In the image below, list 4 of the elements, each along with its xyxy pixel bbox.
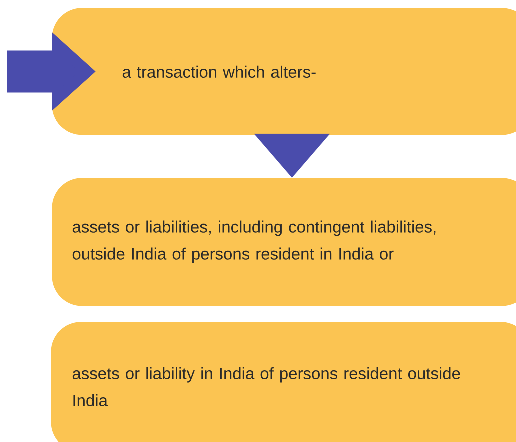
process-box: a transaction which alters- (52, 8, 516, 136)
process-box: assets or liabilities, including contingent liabilities, outside India of persons resident in India or (52, 178, 516, 306)
process-box: assets or liability in India of persons resident outside India (51, 322, 516, 442)
arrow (254, 134, 330, 178)
